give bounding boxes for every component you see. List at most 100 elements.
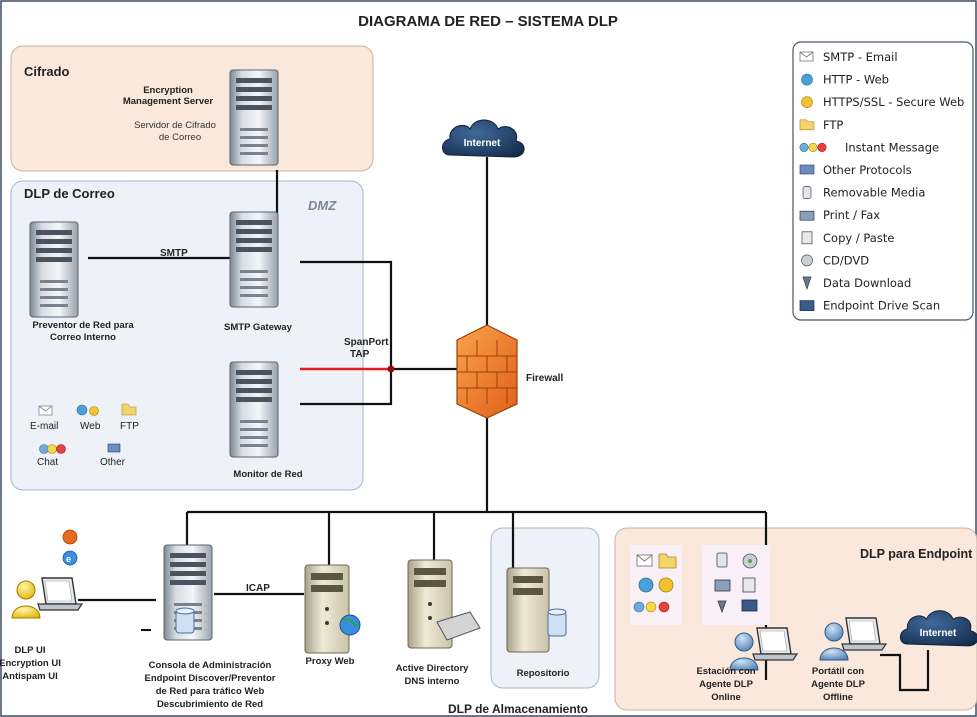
ad-label: Active Directory: [396, 663, 470, 674]
legend-label: Data Download: [823, 276, 911, 290]
switch-icon: [436, 611, 481, 641]
folder-icon: [799, 119, 815, 131]
legend-item: HTTP - Web: [801, 73, 889, 87]
legend-item: Instant Message: [799, 140, 939, 154]
encryption-server-label-2: Management Server: [123, 96, 214, 107]
servidor-cifrado-label: Servidor de Cifrado: [134, 120, 216, 131]
link-portatil-internet: [880, 650, 930, 692]
legend-label: HTTP - Web: [823, 73, 889, 87]
legend-label: Other Protocols: [823, 163, 912, 177]
preventor-server-icon[interactable]: [29, 221, 79, 318]
edge-tap-label: TAP: [350, 349, 370, 360]
legend-label: Instant Message: [845, 140, 939, 154]
printer-icon: [799, 210, 815, 221]
proxy-server-icon[interactable]: [304, 564, 350, 654]
legend-item: Copy / Paste: [801, 231, 894, 245]
legend-label: SMTP - Email: [823, 50, 898, 64]
mini-globe-icon: [76, 404, 88, 416]
lock-globe-icon: [801, 96, 813, 108]
encryption-server-label: Encryption: [143, 85, 193, 96]
endpoint-lock-icon: [658, 577, 674, 593]
mini-other-label: Other: [100, 457, 126, 468]
ie-icon: [62, 550, 78, 566]
legend-box: [792, 41, 974, 321]
drive-scan-icon: [799, 300, 815, 311]
link-smtp-monitor: [300, 260, 393, 406]
firewall-label: Firewall: [526, 373, 563, 384]
clipboard-icon: [801, 231, 813, 245]
endpoint-printer-icon: [714, 579, 731, 592]
firefox-icon: [62, 529, 78, 545]
portatil-label-3: Offline: [823, 692, 853, 703]
monitor-server-icon[interactable]: [229, 361, 279, 458]
download-icon: [802, 276, 812, 291]
antispam-ui-label: Antispam UI: [2, 671, 57, 682]
estacion-label-1: Estación con: [696, 666, 755, 677]
globe-icon: [801, 73, 813, 86]
mini-chat-icon-1: [39, 444, 49, 454]
console-label-3: de Red para tráfico Web: [156, 686, 265, 697]
encryption-ui-label: Encryption UI: [0, 658, 61, 669]
mini-folder-icon: [121, 403, 137, 416]
mini-chat-label: Chat: [37, 457, 58, 468]
zone-dlp-correo-label: DLP de Correo: [24, 186, 115, 201]
legend-label: Print / Fax: [823, 208, 880, 222]
edge-smtp-label: SMTP: [160, 248, 188, 259]
usb-icon: [802, 186, 812, 199]
mini-email-label: E-mail: [30, 421, 58, 432]
monitor-label: Monitor de Red: [233, 469, 302, 480]
svg-text:e: e: [66, 554, 71, 564]
endpoint-chat-icon-2: [645, 601, 657, 613]
repositorio-label: Repositorio: [517, 668, 570, 679]
admin-user-icon: [11, 580, 41, 619]
legend-label: Copy / Paste: [823, 231, 894, 245]
estacion-label-3: Online: [711, 692, 741, 703]
mini-other-icon: [107, 443, 121, 453]
smtp-gateway-label: SMTP Gateway: [224, 322, 293, 333]
dns-label: DNS interno: [405, 676, 460, 687]
mini-ftp-label: FTP: [120, 421, 139, 432]
mini-lock-icon: [89, 406, 99, 416]
legend-item: Other Protocols: [799, 163, 912, 177]
diagram-title: DIAGRAMA DE RED – SISTEMA DLP: [358, 13, 618, 30]
edge-spanport-label: SpanPort: [344, 337, 389, 348]
legend-item: SMTP - Email: [799, 50, 898, 64]
legend-item: Endpoint Drive Scan: [799, 299, 940, 313]
endpoint-usb-icon: [716, 552, 728, 568]
console-label-4: Descubrimiento de Red: [157, 699, 263, 710]
legend-label: HTTPS/SSL - Secure Web: [823, 95, 964, 109]
internet-endpoint-label: Internet: [920, 628, 957, 639]
endpoint-chat-icon-3: [658, 601, 670, 613]
network-links: [78, 157, 930, 692]
internet-label: Internet: [464, 138, 501, 149]
smtp-gateway-icon[interactable]: [229, 211, 279, 308]
preventor-label: Preventor de Red para: [32, 320, 134, 331]
zone-cifrado: [10, 45, 374, 172]
repositorio-server-icon[interactable]: [506, 567, 550, 653]
endpoint-clipboard-icon: [742, 577, 756, 593]
portatil-label-2: Agente DLP: [811, 679, 866, 690]
console-label-1: Consola de Administración: [149, 660, 272, 671]
legend-label: CD/DVD: [823, 253, 869, 267]
endpoint-download-icon: [717, 600, 727, 614]
dlp-ui-label: DLP UI: [15, 645, 46, 656]
zone-dlp-almacenamiento-label: DLP de Almacenamiento: [448, 702, 588, 716]
estacion-label-2: Agente DLP: [699, 679, 754, 690]
endpoint-protocol-icons: [630, 545, 770, 625]
mini-chat-icon-3: [56, 444, 66, 454]
preventor-label-2: Correo Interno: [50, 332, 116, 343]
mini-chat-icon-2: [47, 444, 57, 454]
encryption-server-icon[interactable]: [229, 69, 279, 166]
edge-icap-label: ICAP: [246, 583, 270, 594]
endpoint-folder-icon: [658, 553, 677, 569]
mini-web-label: Web: [80, 421, 101, 432]
legend-label: Endpoint Drive Scan: [823, 299, 940, 313]
legend-item: Removable Media: [802, 186, 925, 200]
endpoint-chat-icon-1: [633, 601, 645, 613]
firewall-icon[interactable]: [456, 324, 518, 419]
legend-item: CD/DVD: [801, 253, 869, 267]
portatil-label-1: Portátil con: [812, 666, 864, 677]
zone-cifrado-label: Cifrado: [24, 64, 70, 79]
proxy-label: Proxy Web: [306, 656, 355, 667]
